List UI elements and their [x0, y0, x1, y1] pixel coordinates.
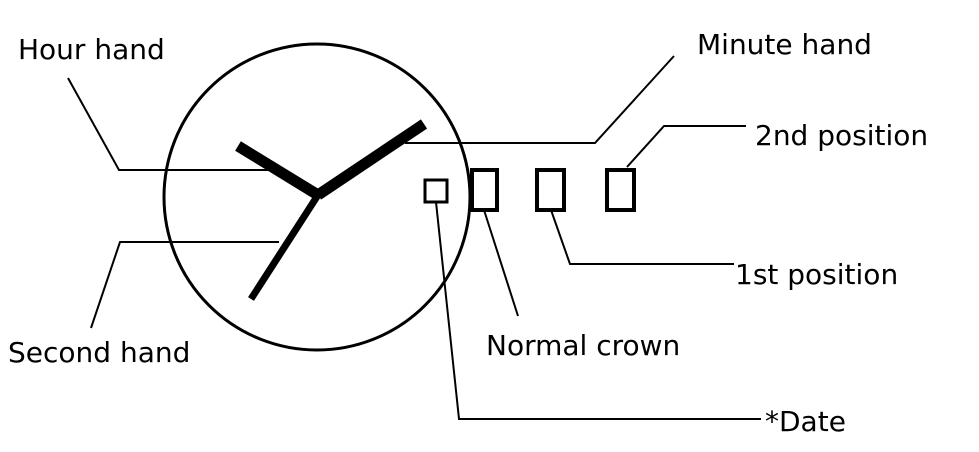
- second-hand: [248, 193, 321, 301]
- second-hand-label: Second hand: [8, 336, 190, 369]
- hour-hand-leader: [67, 77, 273, 171]
- second-hand-leader: [90, 241, 279, 329]
- first-position-box: [535, 168, 566, 212]
- normal-crown-box: [470, 168, 499, 212]
- first-position-leader: [550, 209, 734, 265]
- minute-hand: [314, 119, 428, 200]
- minute-hand-label: Minute hand: [697, 28, 872, 61]
- hour-hand: [235, 141, 321, 200]
- date-position-box: [423, 178, 449, 204]
- second-position-label: 2nd position: [755, 119, 928, 152]
- date-label: *Date: [765, 405, 846, 438]
- date-leader: [435, 201, 761, 420]
- second-position-box: [605, 168, 636, 212]
- hour-hand-label: Hour hand: [18, 33, 165, 66]
- second-position-leader: [626, 125, 746, 168]
- minute-hand-leader: [405, 55, 675, 144]
- normal-crown-label: Normal crown: [486, 329, 680, 362]
- first-position-label: 1st position: [735, 258, 898, 291]
- normal-crown-leader: [483, 209, 519, 317]
